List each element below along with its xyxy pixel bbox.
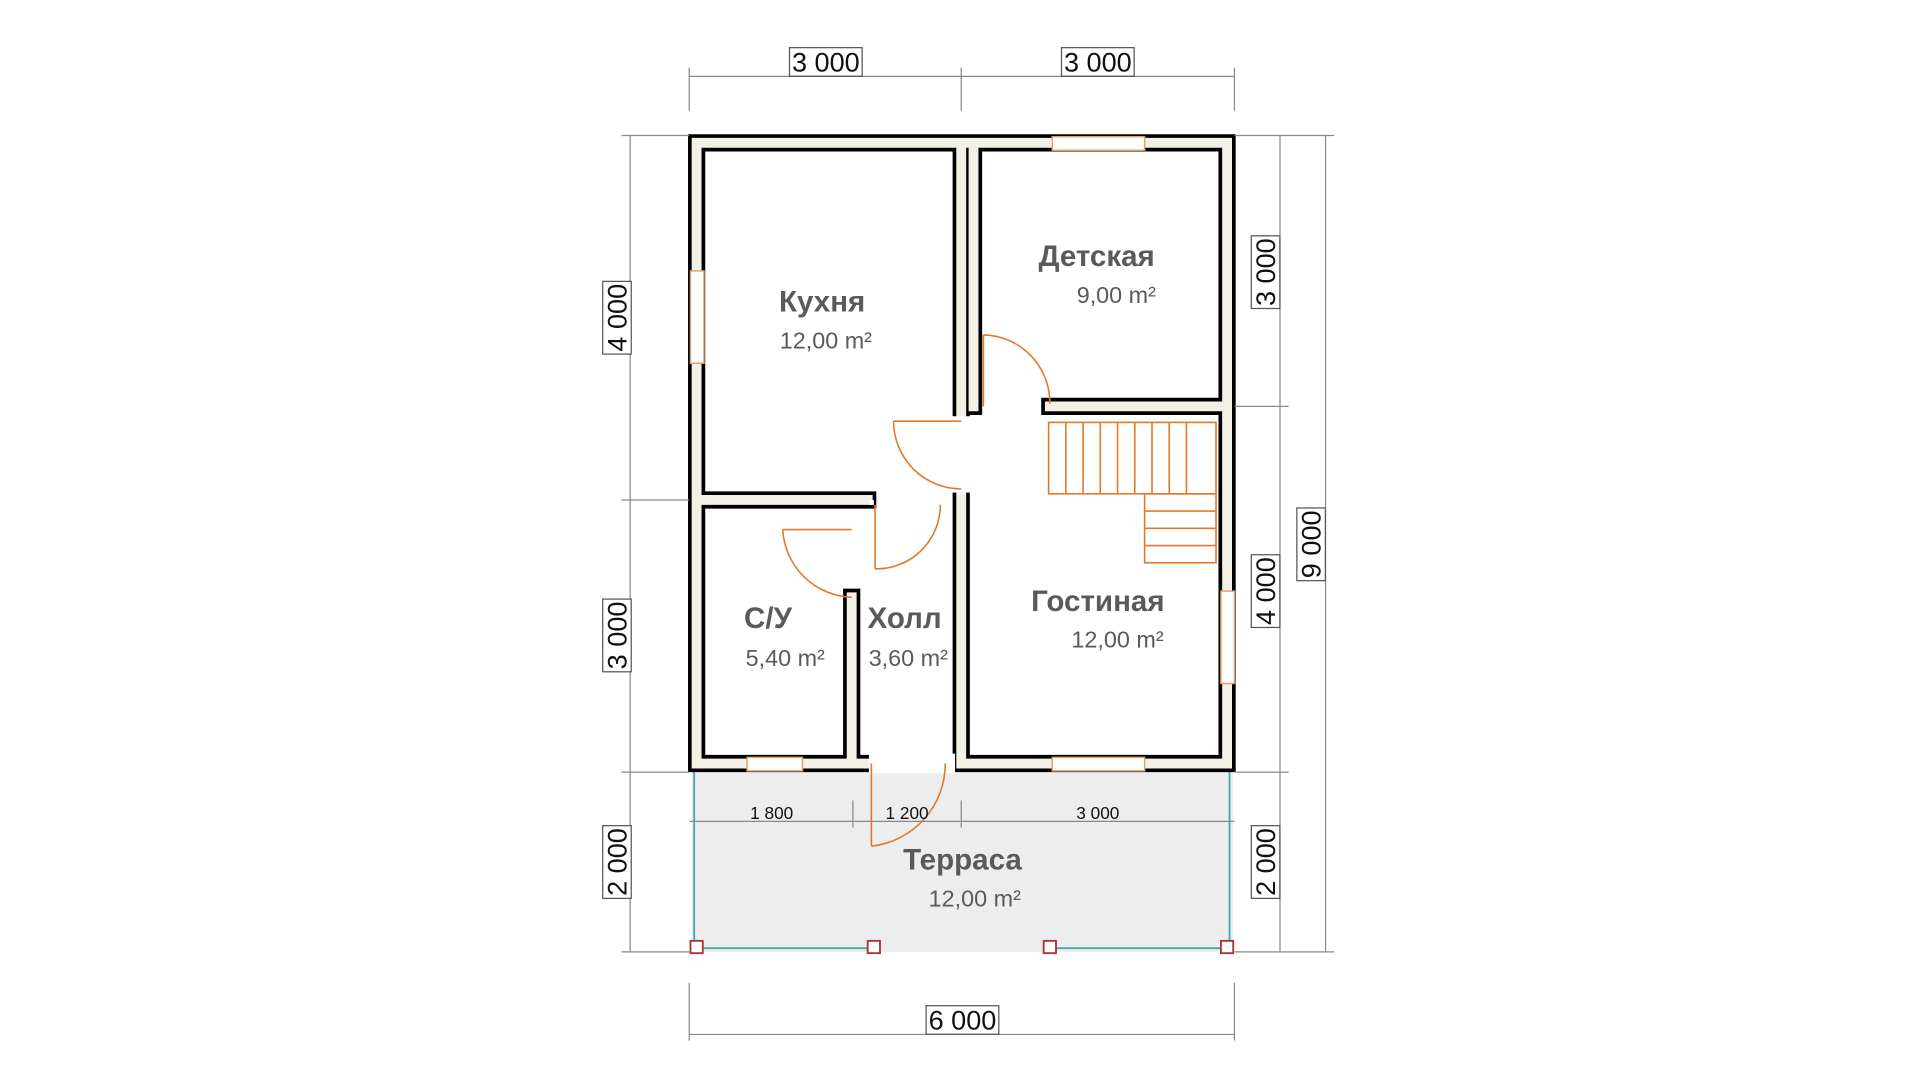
room-name-living: Гостиная — [1031, 585, 1164, 618]
room-area-kitchen: 12,00 m² — [780, 328, 872, 354]
room-area-terrace: 12,00 m² — [929, 885, 1021, 911]
room-area-bathroom: 5,40 m² — [746, 645, 825, 671]
room-area-hall: 3,60 m² — [869, 645, 948, 671]
dim-left-1: 4 000 — [601, 284, 632, 352]
dimension-label-box — [788, 47, 863, 77]
dimension-label-box — [1296, 507, 1326, 582]
dim-top-1: 3 000 — [792, 46, 860, 77]
dimension-label-box — [1060, 47, 1135, 77]
terrace-posts — [689, 939, 1235, 955]
walls — [688, 134, 1236, 773]
room-area-nursery: 9,00 m² — [1077, 282, 1156, 308]
dim-terrace-3: 3 000 — [1076, 803, 1119, 823]
staircase — [1047, 421, 1217, 564]
dim-terrace-1: 1 800 — [750, 803, 793, 823]
dimension-label-box — [602, 280, 632, 355]
dim-right-2: 4 000 — [1250, 557, 1281, 625]
room-name-nursery: Детская — [1038, 240, 1154, 273]
dim-left-2: 3 000 — [601, 602, 632, 670]
dim-left-3: 2 000 — [601, 828, 632, 896]
dim-total-height: 9 000 — [1296, 510, 1327, 578]
room-labels: Кухня 12,00 m² Детская 9,00 m² С/У 5,40 … — [744, 240, 1165, 911]
room-name-bathroom: С/У — [744, 602, 793, 635]
terrace-railing — [693, 772, 1231, 950]
dimension-label-box — [602, 598, 632, 673]
dim-terrace-2: 1 200 — [886, 803, 929, 823]
dim-top-2: 3 000 — [1064, 46, 1132, 77]
dimension-label-box — [925, 1005, 1000, 1035]
dim-right-3: 2 000 — [1250, 828, 1281, 896]
room-name-kitchen: Кухня — [779, 286, 865, 319]
terrace-floor — [691, 772, 1234, 952]
dimension-label-box — [602, 825, 632, 900]
dim-right-1: 3 000 — [1250, 238, 1281, 306]
room-name-hall: Холл — [868, 602, 942, 635]
doors — [781, 334, 1051, 847]
dim-bottom: 6 000 — [929, 1005, 997, 1036]
room-area-living: 12,00 m² — [1071, 627, 1163, 653]
room-name-terrace: Терраса — [903, 843, 1022, 876]
dimension-label-box — [1250, 235, 1281, 310]
dimension-labels: 3 000 3 000 4 000 3 000 2 000 3 000 4 00… — [601, 46, 1326, 1035]
windows — [689, 135, 1236, 772]
dimension-label-box — [1250, 825, 1281, 900]
dimension-label-box — [1250, 554, 1281, 629]
